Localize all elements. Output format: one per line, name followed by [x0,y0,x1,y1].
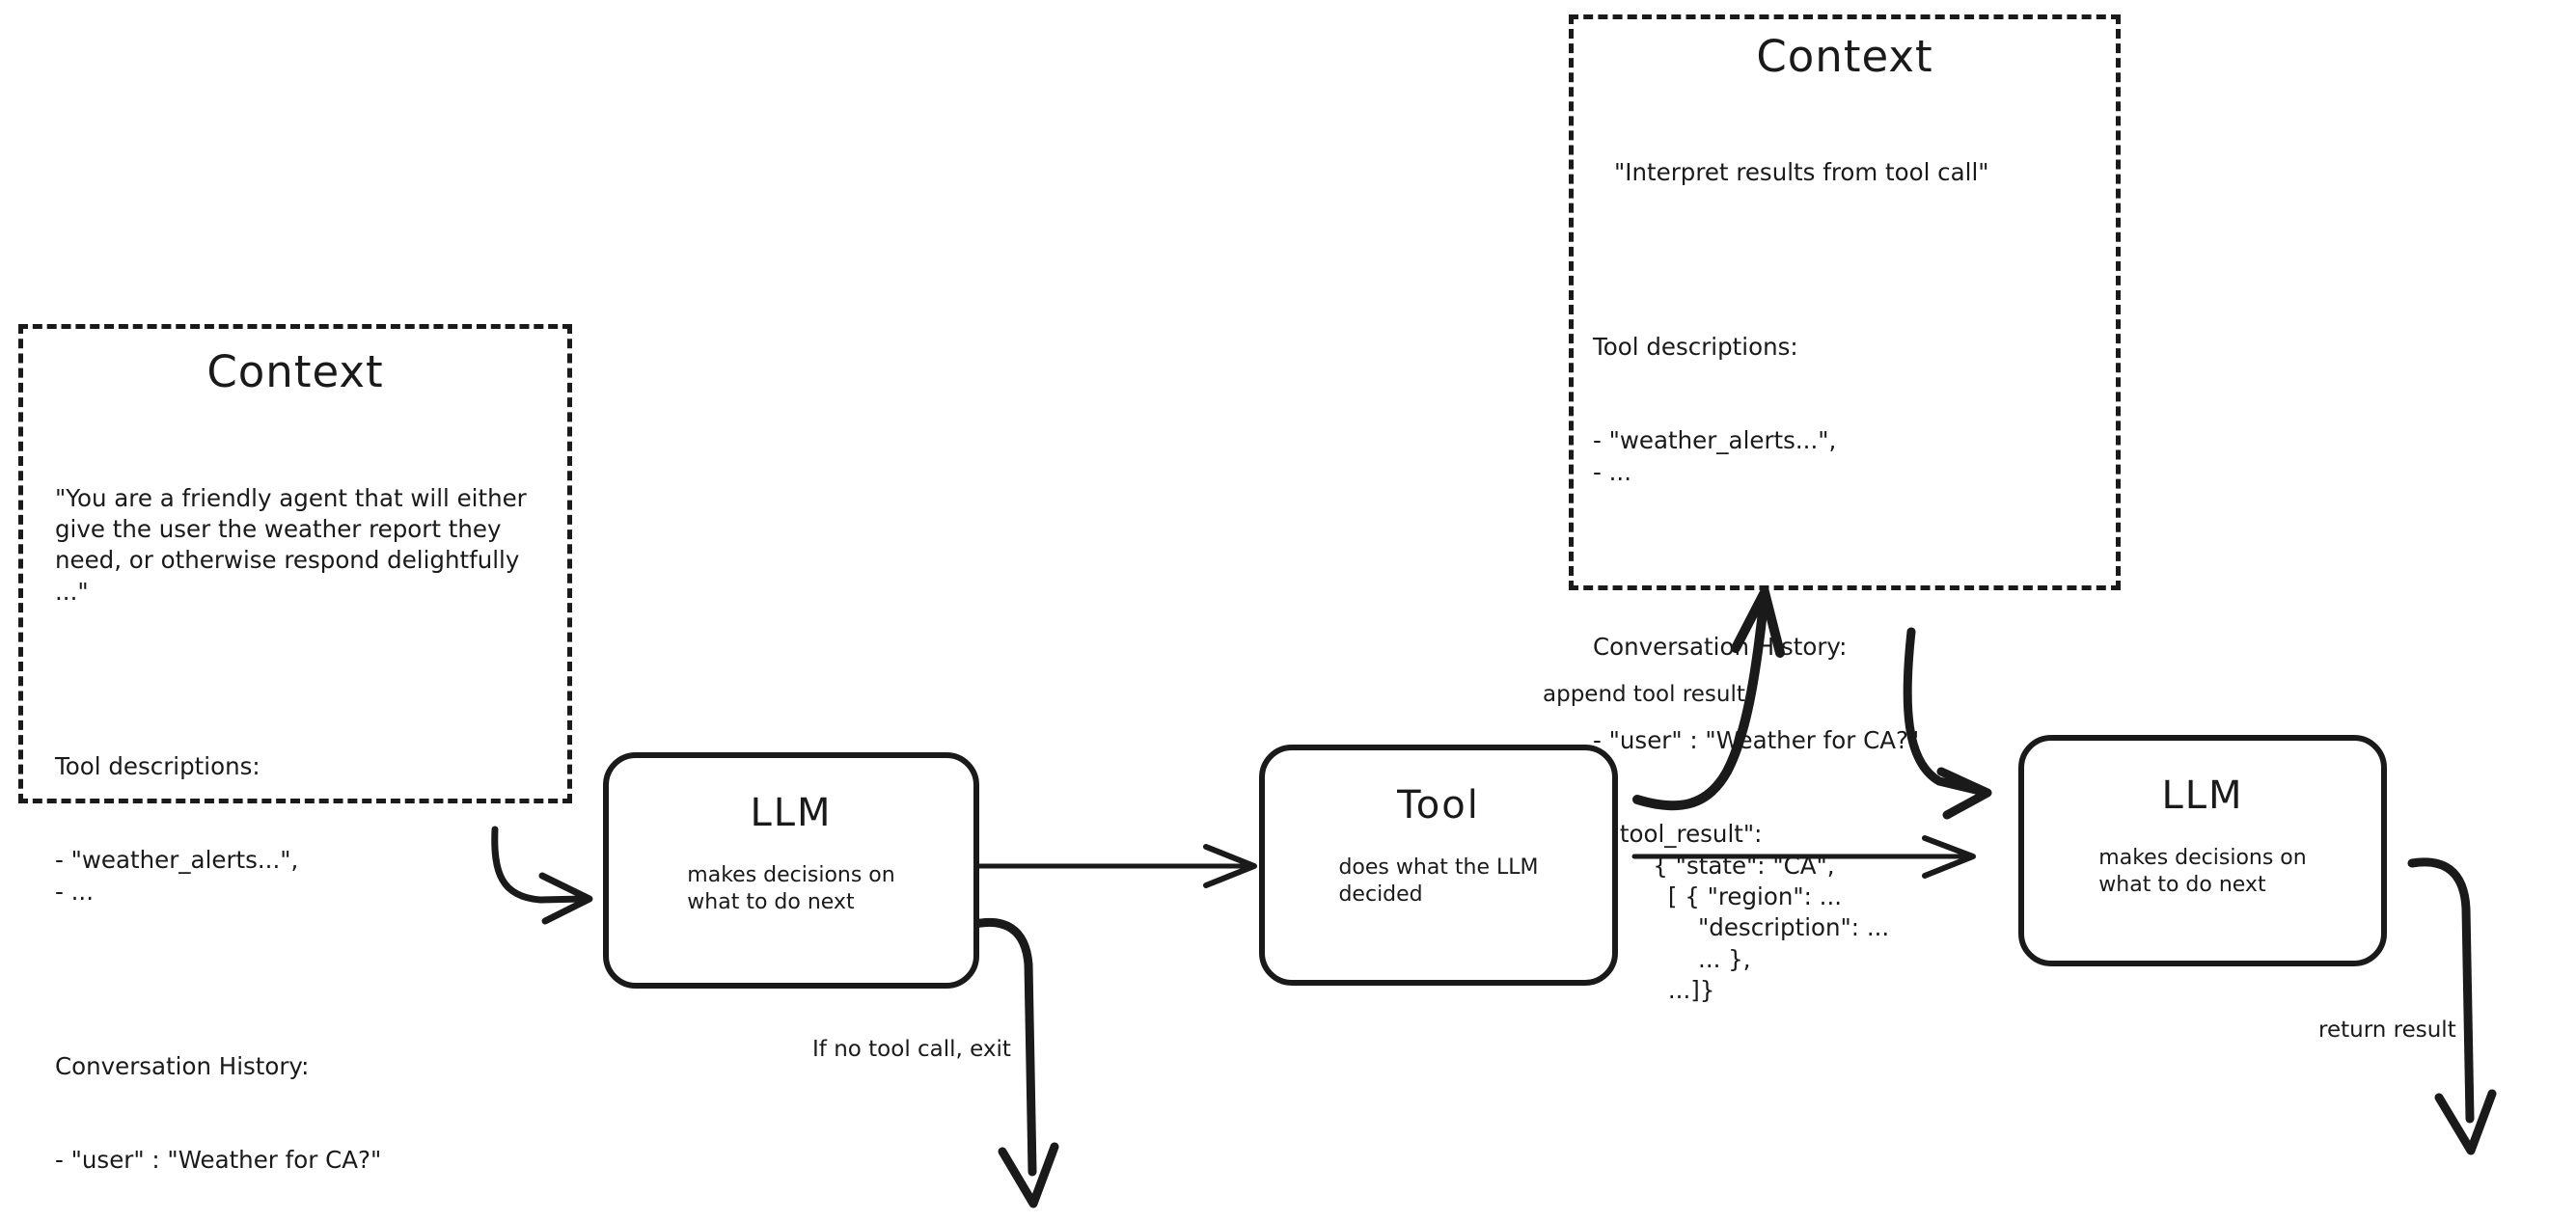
node-llm-2-title: LLM [2161,773,2244,818]
context-right-body: "Interpret results from tool call" Tool … [1593,95,2102,1069]
context-left-tools-items: - "weather_alerts...", - ... [55,846,299,906]
context-box-left: Context "You are a friendly agent that w… [18,324,572,1174]
edge-label-append-tool-result: append tool result [1543,682,1745,707]
arrow-llm1-to-tool [968,844,1257,888]
context-right-tools-items: - "weather_alerts...", - ... [1593,426,1837,486]
node-tool-title: Tool [1397,783,1480,828]
spacer [1593,251,2102,270]
context-left-title: Context [206,346,384,397]
spacer [55,970,550,990]
context-left-conversation-heading: Conversation History: [55,1052,310,1081]
context-right-conversation-user: - "user" : "Weather for CA?" [1593,726,1920,755]
context-right-title: Context [1756,31,1933,82]
arrow-llm1-exit [971,917,1059,1208]
context-right-tools-heading: Tool descriptions: [1593,333,1798,362]
spacer [55,670,550,690]
context-right-conversation-tool-result: - "tool_result": { "state": "CA", [ { "r… [1593,820,1890,1004]
node-llm-2[interactable]: LLM makes decisions on what to do next [2018,735,2387,966]
context-right-conversation-heading: Conversation History: [1593,633,1848,662]
context-box-right: Context "Interpret results from tool cal… [1569,14,2121,1004]
context-right-system-prompt: "Interpret results from tool call" [1614,157,1989,186]
context-left-tools-heading: Tool descriptions: [55,752,260,781]
spacer [1593,551,2102,570]
edge-label-return-result: return result [2318,1018,2456,1043]
context-left-system-prompt: "You are a friendly agent that will eith… [55,483,527,606]
arrow-llm2-return-result [2407,857,2497,1155]
node-tool[interactable]: Tool does what the LLM decided [1259,745,1618,986]
node-llm-2-subtitle: makes decisions on what to do next [2098,846,2307,898]
node-llm-1-title: LLM [750,791,833,835]
node-llm-1-subtitle: makes decisions on what to do next [687,863,895,915]
edge-label-exit: If no tool call, exit [812,1037,1011,1062]
node-tool-subtitle: does what the LLM decided [1338,855,1539,908]
context-left-body: "You are a friendly agent that will eith… [55,421,550,1221]
node-llm-1[interactable]: LLM makes decisions on what to do next [603,752,979,989]
context-left-conversation-items: - "user" : "Weather for CA?" [55,1146,382,1175]
